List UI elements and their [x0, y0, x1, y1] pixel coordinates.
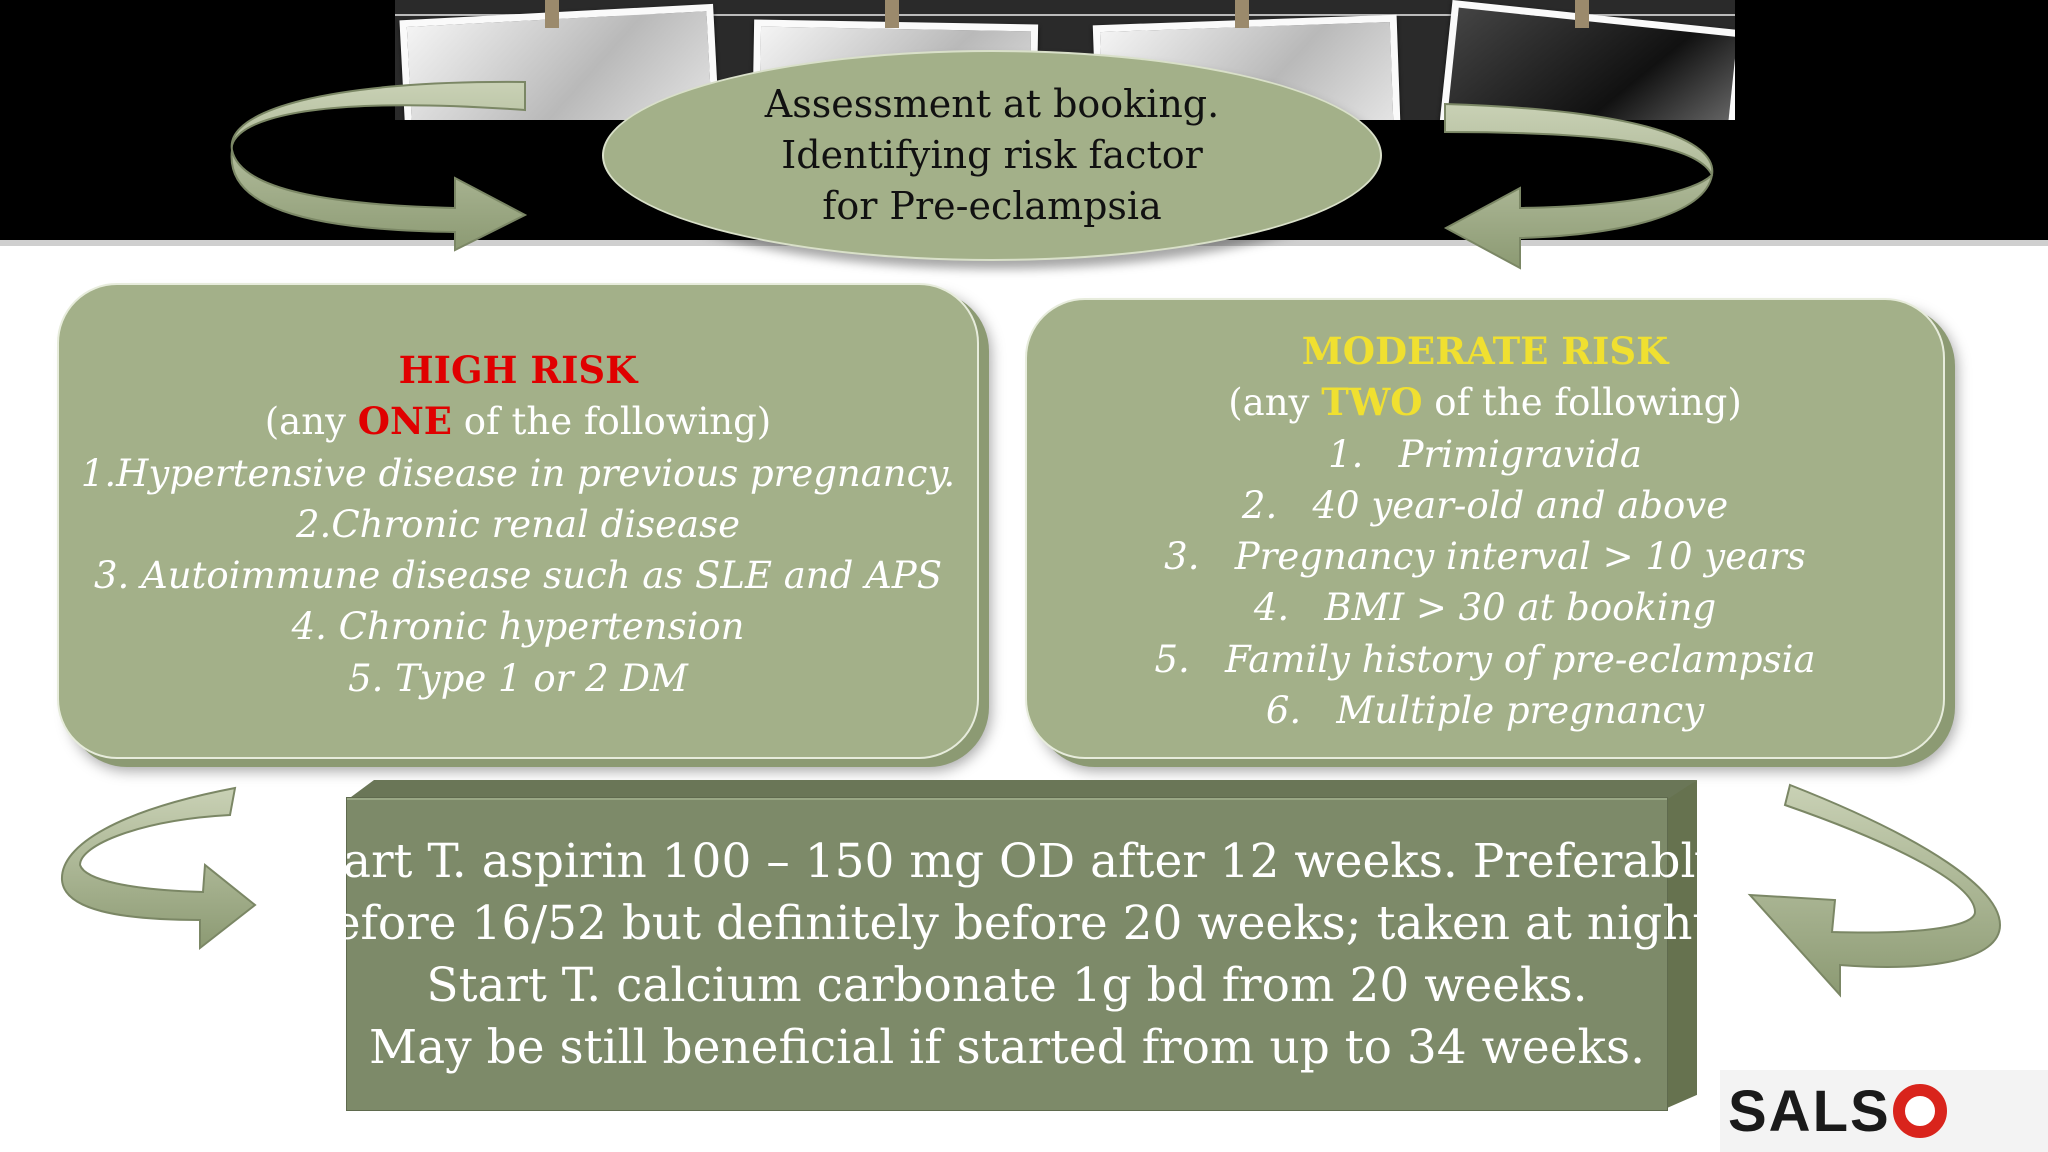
high-risk-title: HIGH RISK — [398, 348, 638, 392]
arrow-bottom-left — [60, 786, 257, 951]
treatment-box-bevel-top — [347, 780, 1697, 800]
criteria-prefix: (any — [1228, 381, 1322, 425]
logo-text: SALS — [1728, 1078, 1891, 1144]
high-risk-item: 3. Autoimmune disease such as SLE and AP… — [93, 554, 943, 598]
high-risk-item: 5. Type 1 or 2 DM — [348, 656, 688, 700]
moderate-risk-item: 4. BMI > 30 at booking — [1253, 586, 1717, 630]
moderate-risk-item: 1. Primigravida — [1328, 432, 1642, 476]
arrow-bottom-right — [1747, 783, 2002, 998]
high-risk-item: 1.Hypertensive disease in previous pregn… — [80, 451, 956, 495]
salso-logo: SALS — [1720, 1070, 2048, 1152]
high-risk-panel: HIGH RISK (any ONE of the following) 1.H… — [57, 283, 979, 759]
criteria-prefix: (any — [264, 400, 358, 444]
moderate-risk-item: 6. Multiple pregnancy — [1265, 689, 1705, 733]
treatment-box-bevel-right — [1667, 780, 1697, 1108]
criteria-emphasis: ONE — [357, 399, 453, 444]
assessment-line-1: Assessment at booking. — [764, 82, 1220, 126]
assessment-line-3: for Pre-eclampsia — [822, 184, 1162, 228]
treatment-box: Start T. aspirin 100 – 150 mg OD after 1… — [292, 798, 1722, 1110]
high-risk-criteria: (any ONE of the following) — [59, 396, 977, 447]
moderate-risk-item: 3. Pregnancy interval > 10 years — [1164, 535, 1806, 579]
moderate-risk-item: 2. 40 year-old and above — [1241, 483, 1729, 527]
lifering-icon — [1892, 1084, 1947, 1138]
photo-clip — [1575, 0, 1589, 28]
criteria-suffix: of the following) — [1422, 381, 1742, 425]
clothesline-rope — [395, 14, 1735, 16]
assessment-line-2: Identifying risk factor — [781, 133, 1203, 177]
high-risk-item: 2.Chronic renal disease — [296, 502, 740, 546]
arrow-top-left — [230, 80, 528, 252]
criteria-suffix: of the following) — [452, 400, 772, 444]
photo-clip — [1235, 0, 1249, 28]
moderate-risk-criteria: (any TWO of the following) — [1027, 377, 1943, 428]
moderate-risk-panel: MODERATE RISK (any TWO of the following)… — [1025, 298, 1945, 759]
moderate-risk-item: 5. Family history of pre-eclampsia — [1154, 637, 1816, 681]
photo-clip — [885, 0, 899, 28]
photo-clip — [545, 0, 559, 28]
treatment-line-3: Start T. calcium carbonate 1g bd from 20… — [426, 958, 1588, 1013]
treatment-line-1: Start T. aspirin 100 – 150 mg OD after 1… — [291, 834, 1723, 889]
criteria-emphasis: TWO — [1321, 380, 1423, 425]
treatment-line-4: May be still beneficial if started from … — [368, 1020, 1646, 1075]
high-risk-item: 4. Chronic hypertension — [291, 605, 745, 649]
treatment-line-2: before 16/52 but definitely before 20 we… — [302, 896, 1712, 951]
assessment-oval: Assessment at booking. Identifying risk … — [602, 50, 1382, 261]
moderate-risk-title: MODERATE RISK — [1301, 329, 1669, 373]
arrow-top-right — [1443, 102, 1714, 270]
